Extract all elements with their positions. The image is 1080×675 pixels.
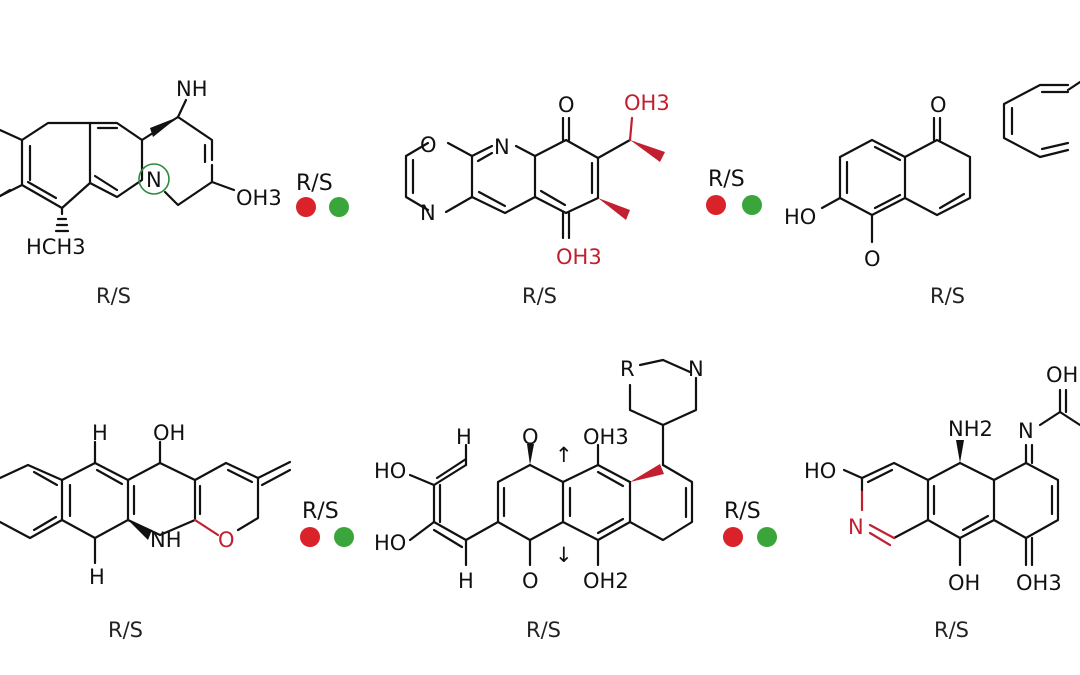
atom-label: N — [848, 515, 864, 539]
molecule-6: NH2 N OH HO N OH OH3 R/S — [804, 363, 1080, 642]
atom-label: HO — [374, 531, 406, 555]
molecule-2: O N N O OH3 OH3 R/S — [404, 91, 670, 308]
atom-label: N — [1018, 419, 1034, 443]
r-option-dot[interactable] — [723, 527, 743, 547]
molecule-caption: R/S — [96, 284, 131, 308]
r-option-dot[interactable] — [706, 195, 726, 215]
molecule-caption: R/S — [526, 618, 561, 642]
atom-label: NH — [150, 528, 182, 552]
atom-label: N — [688, 357, 704, 381]
rs-toggle-label: R/S — [708, 167, 745, 192]
atom-label: O — [522, 425, 539, 449]
s-option-dot[interactable] — [742, 195, 762, 215]
molecule-4: H OH NH O H R/S — [0, 421, 292, 642]
atom-label: H — [456, 425, 472, 449]
molecule-caption: R/S — [930, 284, 965, 308]
molecule-caption: R/S — [108, 618, 143, 642]
atom-label: O — [558, 93, 575, 117]
rs-toggle-4[interactable]: R/S — [300, 499, 354, 547]
atom-label: O — [218, 528, 235, 552]
r-option-dot[interactable] — [300, 527, 320, 547]
atom-label: OH3 — [556, 245, 602, 269]
arrow-down-marker: ↓ — [555, 543, 573, 567]
atom-label: H — [89, 565, 105, 589]
atom-label: O — [420, 133, 437, 157]
molecule-5: R N H O OH3 ↑ HO HO ↓ H O OH2 R/S — [374, 357, 704, 642]
atom-label: HO — [784, 205, 816, 229]
rs-toggle-label: R/S — [296, 171, 333, 196]
s-option-dot[interactable] — [757, 527, 777, 547]
atom-label: HCH3 — [26, 235, 86, 259]
atom-label: OH3 — [583, 425, 629, 449]
rs-toggle-label: R/S — [302, 499, 339, 524]
hash-bond — [54, 206, 70, 233]
s-option-dot[interactable] — [329, 197, 349, 217]
atom-label: N — [494, 135, 510, 159]
molecule-1: NH N OH3 HCH3 R/S — [0, 77, 282, 308]
r-option-dot[interactable] — [296, 197, 316, 217]
molecule-caption: R/S — [934, 618, 969, 642]
rs-toggle-1[interactable]: R/S — [296, 171, 349, 217]
atom-label: OH3 — [624, 91, 670, 115]
atom-label: OH — [153, 421, 185, 445]
atom-label: HO — [374, 459, 406, 483]
atom-label: N — [420, 201, 436, 225]
molecule-partial-edge — [1002, 80, 1080, 159]
atom-label: O — [522, 569, 539, 593]
atom-label: OH3 — [236, 186, 282, 210]
rs-toggle-5[interactable]: R/S — [723, 499, 777, 547]
molecule-caption: R/S — [522, 284, 557, 308]
highlight-circle — [138, 163, 170, 195]
molecule-3: O HO O R/S — [784, 93, 972, 308]
rs-toggle-2[interactable]: R/S — [706, 167, 762, 215]
atom-label: OH2 — [583, 569, 629, 593]
atom-label: O — [930, 93, 947, 117]
rs-toggle-label: R/S — [724, 499, 761, 524]
atom-label: OH — [948, 571, 980, 595]
atom-label: OH3 — [1016, 571, 1062, 595]
atom-label: O — [864, 247, 881, 271]
atom-label: R — [620, 357, 635, 381]
atom-label: OH — [1046, 363, 1078, 387]
arrow-up-marker: ↑ — [555, 443, 573, 467]
atom-label: N — [146, 168, 162, 192]
atom-label: NH2 — [948, 417, 993, 441]
atom-label: HO — [804, 459, 836, 483]
atom-label: H — [458, 569, 474, 593]
atom-label: NH — [176, 77, 208, 101]
s-option-dot[interactable] — [334, 527, 354, 547]
atom-label: H — [92, 421, 108, 445]
